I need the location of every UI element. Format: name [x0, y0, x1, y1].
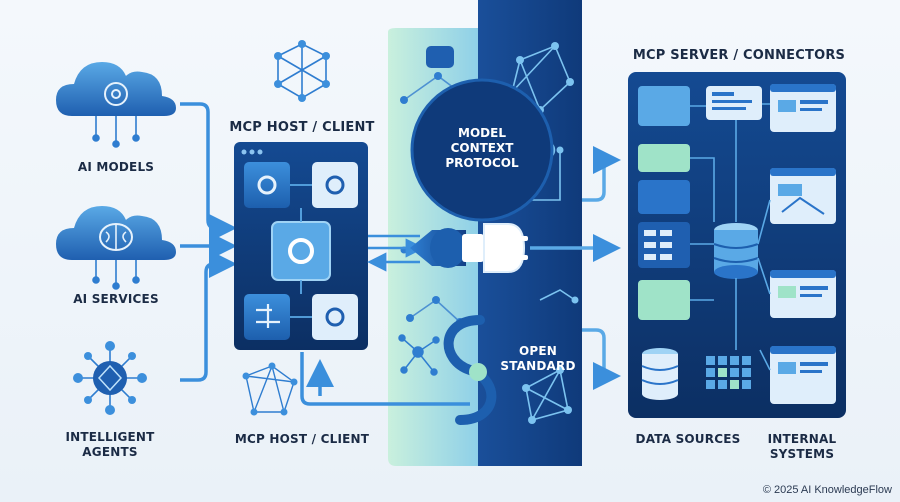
ai-models-cloud-icon	[56, 62, 176, 148]
ai-services-label: AI SERVICES	[73, 292, 159, 306]
copyright-text: © 2025 AI KnowledgeFlow	[762, 484, 892, 496]
data-sources-label: DATA SOURCES	[635, 432, 741, 446]
internal-systems-label-line1: INTERNAL	[767, 432, 837, 446]
database-icon	[713, 223, 759, 279]
intelligent-agents-label-line2: AGENTS	[82, 445, 138, 459]
host-bottom-network-icon	[242, 362, 298, 416]
mcp-server-title: MCP SERVER / CONNECTORS	[632, 48, 846, 63]
protocol-label-line1: MODEL	[458, 126, 506, 140]
ai-models-label: AI MODELS	[77, 160, 155, 174]
intelligent-agents-label-line1: INTELLIGENT	[65, 430, 155, 444]
mcp-host-window	[234, 142, 368, 350]
protocol-label-line2: CONTEXT	[450, 141, 514, 155]
mcp-server-panel	[628, 72, 846, 418]
data-grid-icon	[706, 356, 751, 389]
connector-plug-icon	[410, 223, 528, 273]
host-top-network-icon	[274, 40, 330, 102]
intelligent-agents-network-icon	[73, 341, 147, 415]
open-standard-label-line1: OPEN	[518, 344, 558, 358]
ai-services-cloud-icon	[56, 206, 176, 290]
internal-systems-label-line2: SYSTEMS	[769, 447, 835, 461]
open-standard-label-line2: STANDARD	[500, 359, 576, 373]
data-source-db-icon	[641, 348, 679, 400]
protocol-core-circle	[412, 80, 552, 220]
left-to-host-arrows	[180, 102, 237, 382]
mcp-host-bottom-label: MCP HOST / CLIENT	[234, 432, 370, 446]
plug-to-server-arrows	[530, 146, 621, 390]
bottom-loop-arrow	[300, 352, 470, 406]
protocol-label-line3: PROTOCOL	[445, 156, 519, 170]
mcp-host-top-label: MCP HOST / CLIENT	[229, 120, 375, 135]
